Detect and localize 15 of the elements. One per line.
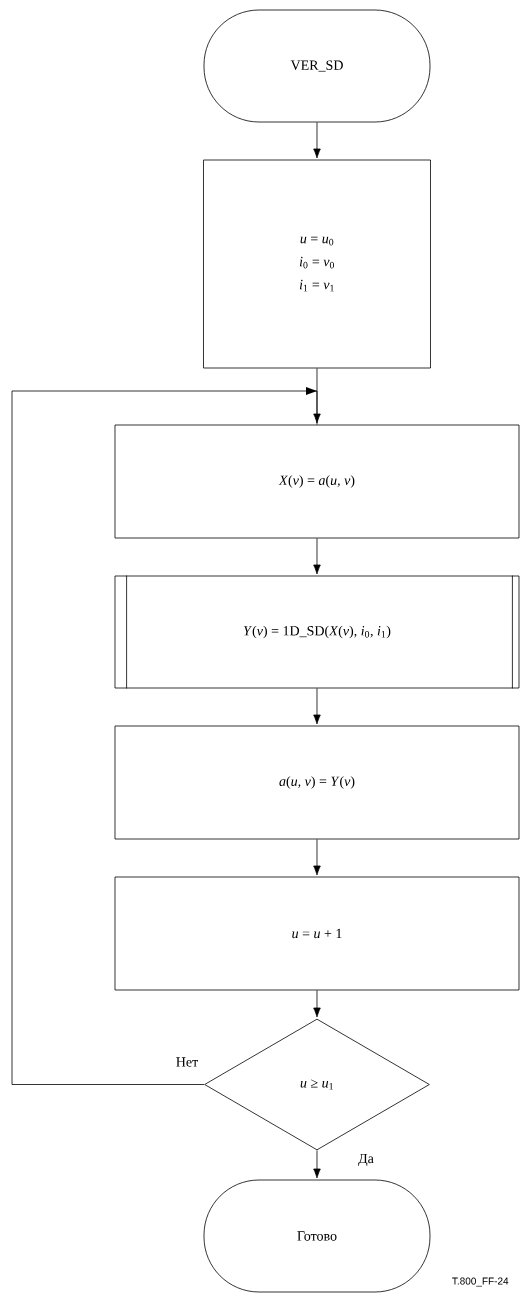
- process-box: X(v) = a(u, v): [114, 424, 520, 539]
- edge-label: Да: [358, 1153, 374, 1167]
- arrow: [313, 839, 321, 876]
- edge-label: Нет: [176, 1057, 198, 1067]
- process-box: u = u + 1: [114, 876, 520, 991]
- arrow: [11, 387, 318, 1085]
- arrow: [313, 990, 321, 1018]
- process-box: a(u, v) = Y(v): [114, 725, 520, 840]
- subroutine-box: Y(v) = 1D_SD(X(v), i$_{0}$, i$_{1}$): [114, 575, 520, 689]
- arrow: [313, 122, 321, 159]
- arrow: [313, 688, 321, 725]
- arrow: [313, 1150, 321, 1179]
- figure-code: T.800_FF-24: [452, 1277, 509, 1287]
- process-box: u = u$_{0}$ i$_{0}$ = v$_{0}$ i$_{1}$ = v$_{1}$: [203, 159, 431, 369]
- arrow: [313, 538, 321, 575]
